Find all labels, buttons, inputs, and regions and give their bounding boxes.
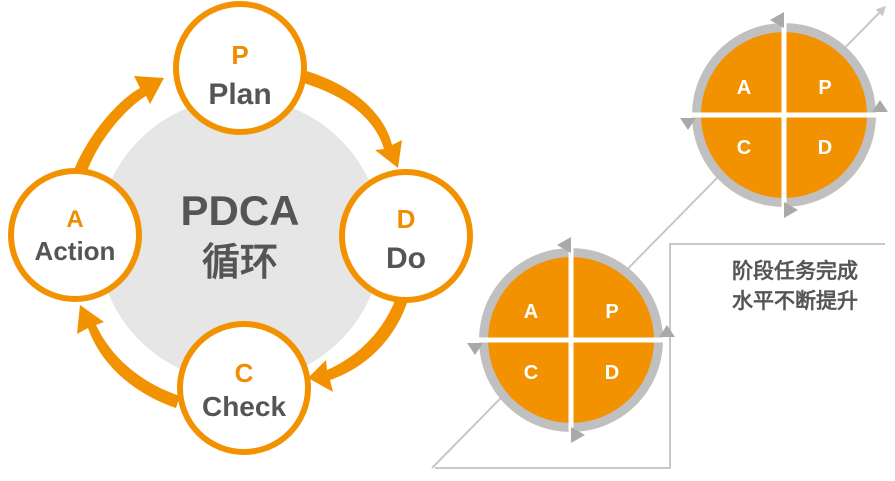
cycle-center-disc bbox=[98, 98, 382, 382]
node-action: A Action bbox=[8, 168, 142, 302]
cycle-subtitle: 循环 bbox=[202, 240, 278, 284]
wheel-lower-a: A bbox=[524, 301, 538, 323]
node-do: D Do bbox=[339, 169, 473, 303]
node-action-word: Action bbox=[35, 236, 116, 266]
node-plan: P Plan bbox=[173, 1, 307, 135]
node-do-word: Do bbox=[386, 242, 426, 275]
cycle-arrows bbox=[74, 70, 408, 408]
pdca-cycle: PDCA 循环 P Plan D Do C Check A Action bbox=[8, 1, 473, 455]
node-check-letter: C bbox=[235, 358, 254, 388]
stair-caption-line1: 阶段任务完成 bbox=[732, 259, 858, 283]
pdca-wheel-upper: A P C D bbox=[680, 12, 888, 218]
pdca-wheel-lower: A P C D bbox=[467, 237, 675, 443]
arrow-action-to-plan bbox=[74, 76, 164, 174]
wheel-upper-d: D bbox=[818, 137, 832, 159]
stair-steps bbox=[435, 243, 885, 469]
wheel-upper-c: C bbox=[737, 137, 751, 159]
arrow-plan-to-do bbox=[300, 70, 402, 168]
wheel-lower-p: P bbox=[605, 301, 618, 323]
node-check: C Check bbox=[177, 321, 311, 455]
wheel-upper-a: A bbox=[737, 77, 751, 99]
node-plan-word: Plan bbox=[208, 78, 271, 111]
wheel-upper-p: P bbox=[818, 77, 831, 99]
node-check-word: Check bbox=[202, 391, 286, 422]
node-plan-letter: P bbox=[231, 40, 248, 70]
node-action-letter: A bbox=[66, 206, 83, 233]
arrow-check-to-action bbox=[77, 305, 180, 408]
wheel-lower-c: C bbox=[524, 362, 538, 384]
cycle-title: PDCA bbox=[180, 187, 299, 234]
node-do-letter: D bbox=[397, 204, 416, 234]
stair-caption-line2: 水平不断提升 bbox=[732, 289, 858, 313]
arrow-do-to-check bbox=[308, 298, 408, 392]
improvement-staircase: A P C D A P C D 阶段任务完成 水平不断提升 bbox=[431, 5, 888, 469]
wheel-lower-d: D bbox=[605, 362, 619, 384]
